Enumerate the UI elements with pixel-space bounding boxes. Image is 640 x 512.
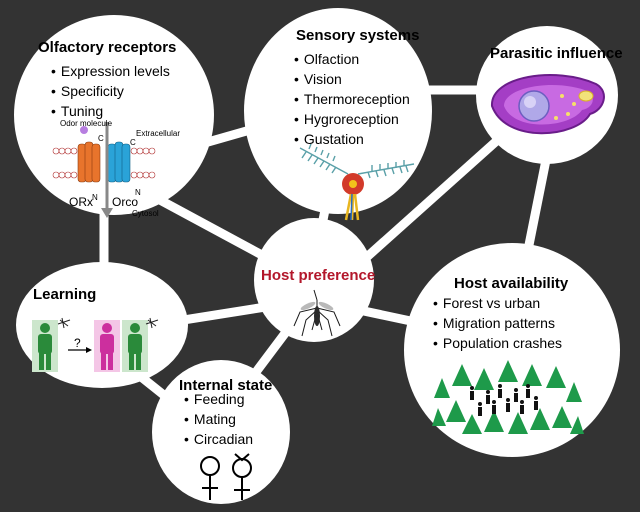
receptor-diagram-icon bbox=[52, 122, 156, 218]
parasite-icon bbox=[490, 74, 605, 135]
learning-title: Learning bbox=[33, 286, 97, 303]
list-item: Feeding bbox=[184, 389, 253, 409]
antenna-icon bbox=[299, 143, 415, 221]
odor-molecule-label: Odor molecule bbox=[60, 119, 113, 128]
list-item: Specificity bbox=[51, 81, 170, 101]
extracellular-label: Extracellular bbox=[136, 129, 181, 138]
list-item: Circadian bbox=[184, 429, 253, 449]
tree-icon bbox=[432, 360, 584, 434]
list-item: Forest vs urban bbox=[433, 293, 562, 313]
forest-population-illustration bbox=[432, 360, 584, 434]
parasitic-influence-title: Parasitic influence bbox=[490, 45, 623, 62]
orco-label: Orco bbox=[112, 195, 139, 209]
sensory-systems-list: Olfaction Vision Thermoreception Hygrore… bbox=[294, 49, 410, 149]
host-availability-list: Forest vs urban Migration patterns Popul… bbox=[433, 293, 562, 353]
mosquito-icon bbox=[57, 317, 71, 329]
list-item: Expression levels bbox=[51, 61, 170, 81]
human-icon bbox=[128, 323, 142, 370]
cytosol-label: Cytosol bbox=[132, 209, 159, 218]
host-availability-title: Host availability bbox=[454, 275, 569, 292]
sensory-systems-title: Sensory systems bbox=[296, 27, 420, 44]
list-item: Vision bbox=[294, 69, 410, 89]
orx-label: ORx bbox=[69, 195, 93, 209]
c-terminus-label: C bbox=[98, 134, 104, 143]
learning-illustration bbox=[32, 317, 159, 372]
list-item: Hygroreception bbox=[294, 109, 410, 129]
odor-molecule-icon bbox=[80, 126, 88, 134]
n-terminus-label: N bbox=[135, 188, 141, 197]
learning-question-mark: ? bbox=[74, 336, 81, 350]
male-symbol-icon bbox=[232, 453, 252, 500]
female-symbol-icon bbox=[200, 456, 220, 500]
list-item: Population crashes bbox=[433, 333, 562, 353]
mosquito-icon bbox=[293, 289, 341, 337]
c-terminus-label: C bbox=[130, 138, 136, 147]
sex-symbols bbox=[200, 453, 252, 500]
human-icon bbox=[38, 323, 52, 370]
list-item: Mating bbox=[184, 409, 253, 429]
olfactory-receptors-list: Expression levels Specificity Tuning bbox=[51, 61, 170, 121]
human-icon bbox=[100, 323, 114, 370]
human-icon bbox=[470, 384, 538, 416]
list-item: Thermoreception bbox=[294, 89, 410, 109]
n-terminus-label: N bbox=[92, 193, 98, 202]
mosquito-icon bbox=[145, 317, 159, 329]
host-preference-title: Host preference bbox=[261, 267, 376, 284]
list-item: Olfaction bbox=[294, 49, 410, 69]
olfactory-receptors-title: Olfactory receptors bbox=[38, 39, 177, 56]
internal-state-list: Feeding Mating Circadian bbox=[184, 389, 253, 449]
list-item: Tuning bbox=[51, 101, 170, 121]
list-item: Migration patterns bbox=[433, 313, 562, 333]
list-item: Gustation bbox=[294, 129, 410, 149]
